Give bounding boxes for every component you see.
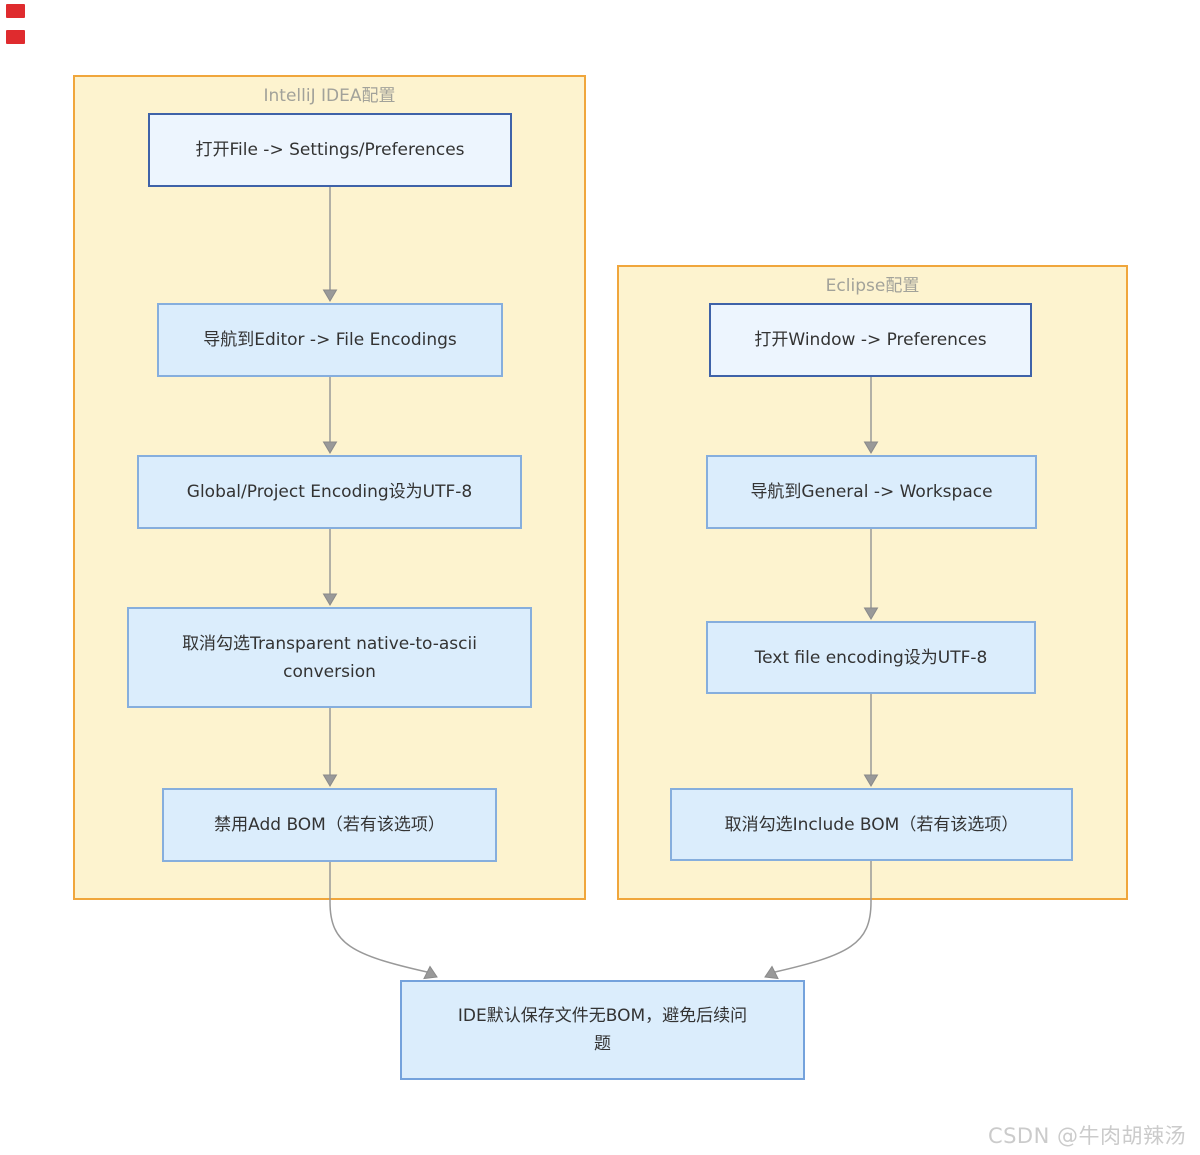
node-uncheck-include-bom: 取消勾选Include BOM（若有该选项） (670, 788, 1073, 861)
node-label: 打开Window -> Preferences (754, 330, 987, 350)
node-open-file-settings: 打开File -> Settings/Preferences (148, 113, 512, 187)
node-label: 导航到Editor -> File Encodings (203, 330, 457, 350)
node-label: 取消勾选Include BOM（若有该选项） (724, 814, 1019, 835)
node-ide-no-bom-result: IDE默认保存文件无BOM，避免后续问 题 (400, 980, 805, 1080)
node-label: 禁用Add BOM（若有该选项） (214, 815, 445, 835)
node-uncheck-transparent-ascii: 取消勾选Transparent native-to-ascii conversi… (127, 607, 532, 708)
node-navigate-file-encodings: 导航到Editor -> File Encodings (157, 303, 503, 377)
node-label-line1: 取消勾选Transparent native-to-ascii (182, 633, 477, 654)
node-navigate-general-workspace: 导航到General -> Workspace (706, 455, 1037, 529)
group-title-eclipse: Eclipse配置 (825, 276, 920, 296)
red-marker-bottom (6, 30, 25, 44)
node-label-line2: conversion (283, 661, 376, 682)
node-text-file-encoding: Text file encoding设为UTF-8 (706, 621, 1036, 694)
node-global-project-encoding: Global/Project Encoding设为UTF-8 (137, 455, 522, 529)
node-label-line2: 题 (594, 1034, 611, 1054)
node-label-line1: IDE默认保存文件无BOM，避免后续问 (457, 1006, 748, 1026)
node-label: Global/Project Encoding设为UTF-8 (186, 482, 473, 502)
csdn-watermark: CSDN @牛肉胡辣汤 (987, 1124, 1186, 1148)
group-title-intellij: IntelliJ IDEA配置 (263, 86, 396, 106)
node-label: 导航到General -> Workspace (750, 482, 993, 502)
node-label: Text file encoding设为UTF-8 (754, 647, 988, 668)
red-marker-top (6, 4, 25, 18)
node-open-window-preferences: 打开Window -> Preferences (709, 303, 1032, 377)
node-label: 打开File -> Settings/Preferences (195, 140, 465, 160)
node-disable-add-bom: 禁用Add BOM（若有该选项） (162, 788, 497, 862)
